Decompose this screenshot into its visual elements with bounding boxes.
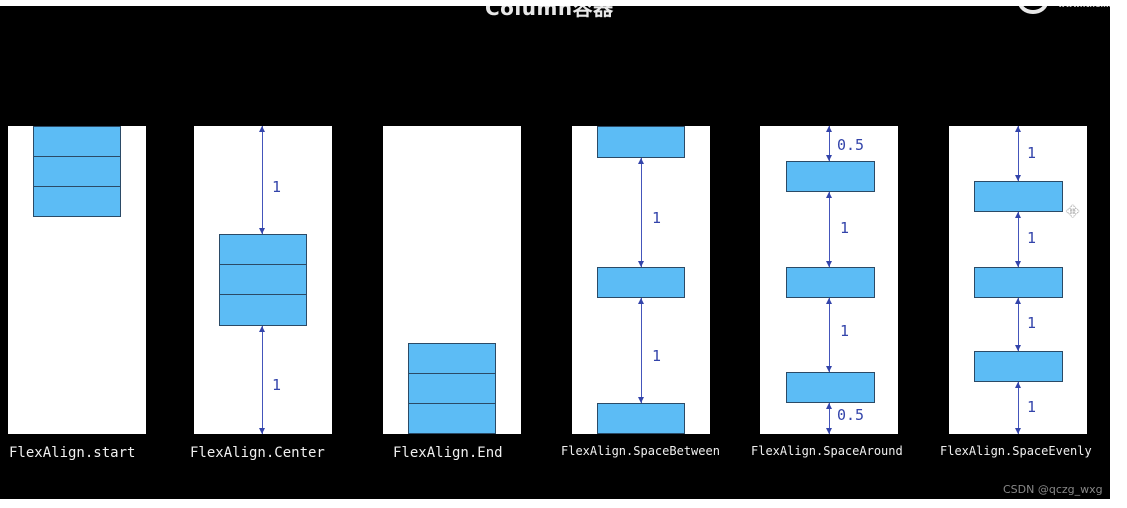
gap-label: 1 [272, 178, 282, 196]
caption-flexalign-center: FlexAlign.Center [190, 445, 325, 461]
panel-flexalign-spacearound: 0.5 1 1 0.5 [760, 126, 898, 434]
caption-flexalign-spacearound: FlexAlign.SpaceAround [751, 444, 903, 458]
spacing-arrow [826, 192, 832, 267]
spacing-arrow [1015, 382, 1021, 434]
gap-label: 0.5 [837, 136, 865, 154]
panel-flexalign-center: 1 1 [194, 126, 332, 434]
logo-text: www.itheima [1058, 6, 1110, 9]
gap-label: 1 [652, 209, 662, 227]
caption-flexalign-spaceevenly: FlexAlign.SpaceEvenly [940, 444, 1092, 458]
spacing-arrow [1015, 298, 1021, 351]
child-box [597, 126, 685, 158]
child-box [219, 234, 307, 265]
gap-label: 1 [1027, 144, 1037, 162]
gap-label: 1 [840, 322, 850, 340]
spacing-arrow [1015, 212, 1021, 267]
gap-label: 0.5 [837, 406, 865, 424]
child-box [786, 267, 875, 298]
gap-label: 1 [840, 219, 850, 237]
logo-icon [1018, 6, 1048, 14]
panel-flexalign-start [8, 126, 146, 434]
gap-label: 1 [652, 347, 662, 365]
child-box [219, 294, 307, 326]
child-box [597, 403, 685, 434]
watermark: CSDN @qczg_wxg [1003, 483, 1103, 496]
caption-flexalign-start: FlexAlign.start [9, 445, 136, 461]
child-box [786, 372, 875, 403]
child-box [33, 186, 121, 217]
caption-flexalign-end: FlexAlign.End [393, 445, 503, 461]
child-box [219, 264, 307, 295]
child-box [408, 373, 496, 404]
spacing-arrow [259, 126, 265, 234]
child-box [33, 156, 121, 187]
move-cursor-icon: ✥ [1066, 202, 1080, 221]
child-box [974, 181, 1063, 212]
child-box [974, 351, 1063, 382]
panel-flexalign-spaceevenly: 1 1 1 1 [949, 126, 1087, 434]
child-box [974, 267, 1063, 298]
gap-label: 1 [1027, 314, 1037, 332]
spacing-arrow [638, 298, 644, 403]
spacing-arrow [826, 126, 832, 161]
caption-flexalign-spacebetween: FlexAlign.SpaceBetween [561, 444, 720, 458]
page-title: Column容器 [485, 6, 614, 20]
child-box [408, 403, 496, 434]
gap-label: 1 [1027, 229, 1037, 247]
gap-label: 1 [1027, 398, 1037, 416]
video-frame: Column容器 www.itheima FlexAlign.start 1 1… [0, 6, 1110, 499]
spacing-arrow [1015, 126, 1021, 181]
child-box [33, 126, 121, 157]
child-box [408, 343, 496, 374]
child-box [597, 267, 685, 298]
panel-flexalign-spacebetween: 1 1 [572, 126, 710, 434]
child-box [786, 161, 875, 192]
gap-label: 1 [272, 376, 282, 394]
spacing-arrow [259, 326, 265, 434]
spacing-arrow [638, 158, 644, 267]
spacing-arrow [826, 403, 832, 434]
spacing-arrow [826, 298, 832, 372]
panel-flexalign-end [383, 126, 521, 434]
